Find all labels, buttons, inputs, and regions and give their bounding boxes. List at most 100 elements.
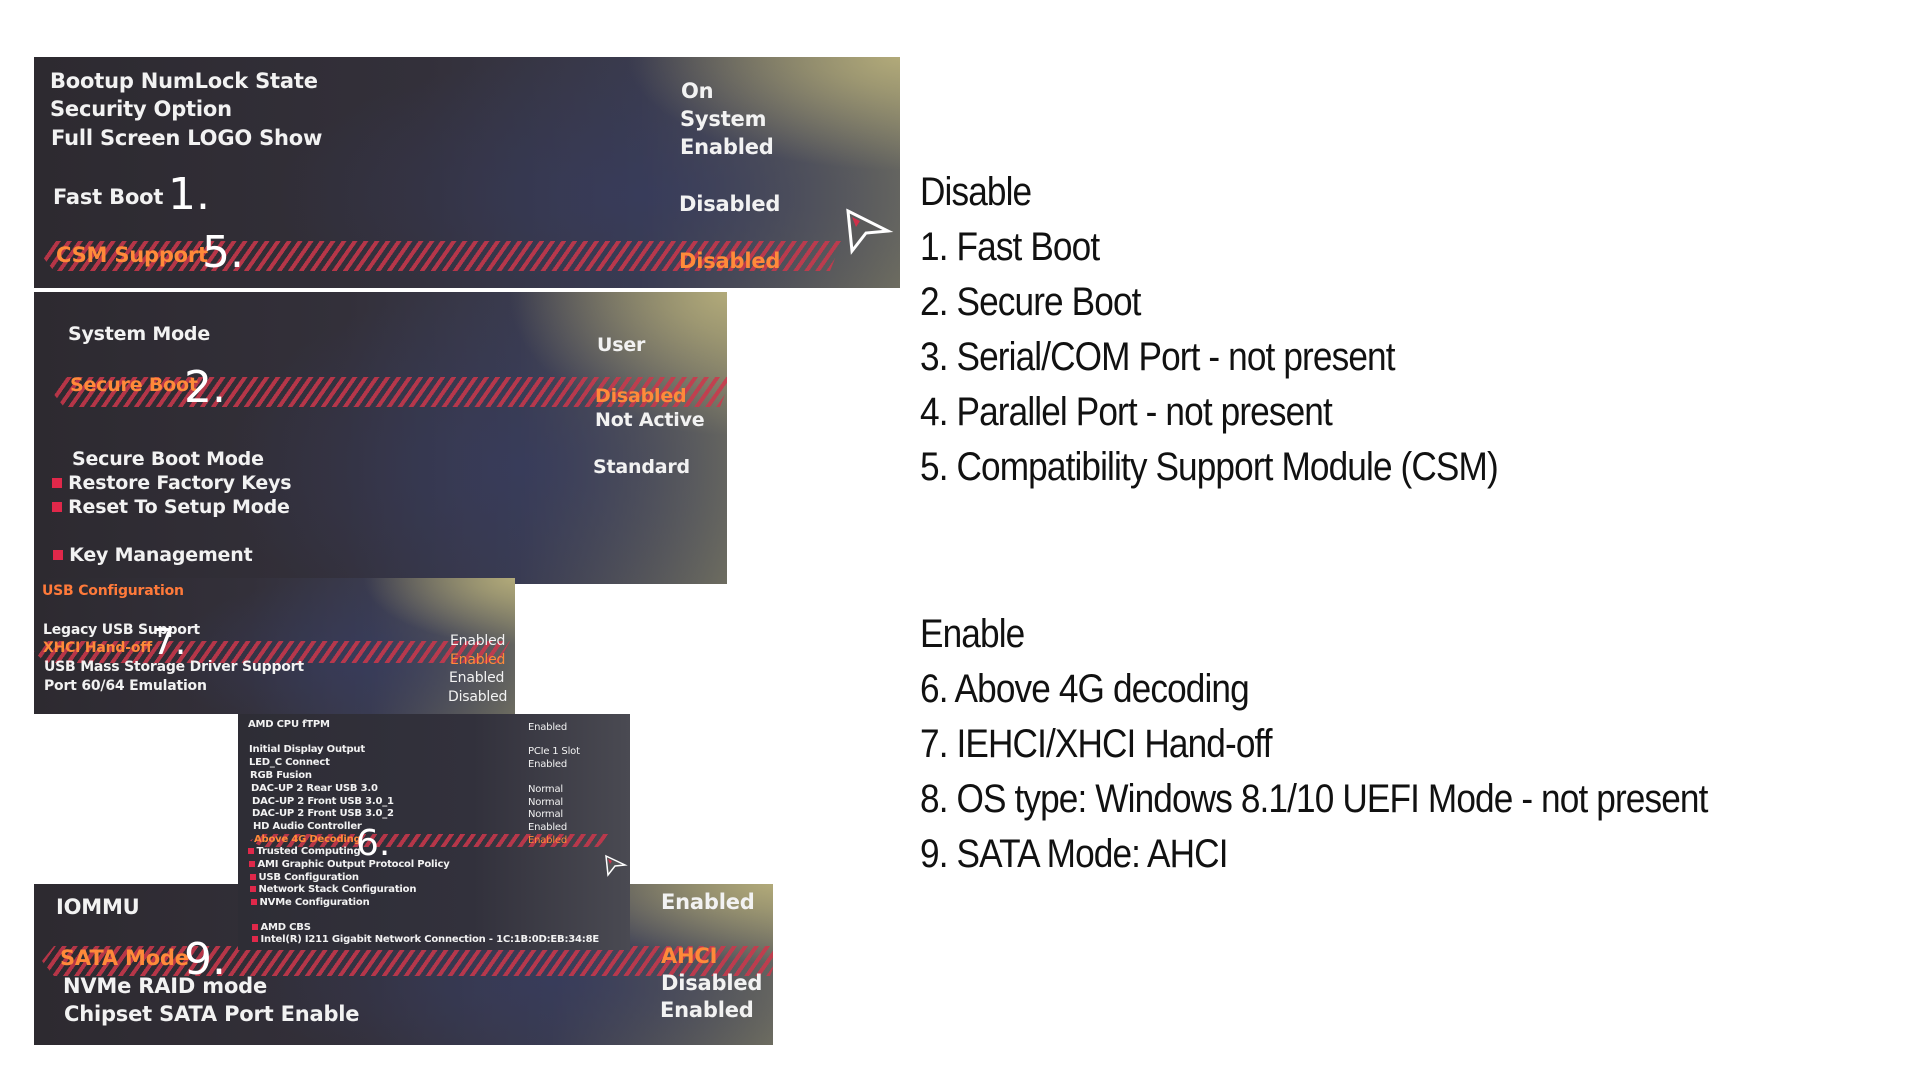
submenu-bullet-icon bbox=[53, 549, 64, 561]
submenu-bullet-icon bbox=[252, 936, 258, 942]
annotation-marker-2: 2. bbox=[184, 362, 226, 413]
annotation-marker-1: 1. bbox=[168, 169, 210, 220]
enable-item: 7. IEHCI/XHCI Hand-off bbox=[920, 722, 1273, 766]
disable-item: 4. Parallel Port - not present bbox=[920, 390, 1333, 434]
submenu-bullet-icon bbox=[52, 501, 63, 513]
menu-label: NVMe Configuration bbox=[259, 897, 370, 908]
value-csm-support: Disabled bbox=[679, 249, 781, 273]
menu-label: Trusted Computing bbox=[256, 846, 361, 857]
value-iommu: Enabled bbox=[661, 890, 755, 914]
setting-sata-mode[interactable]: SATA Mode bbox=[60, 946, 189, 970]
menu-key-management[interactable]: Key Management bbox=[53, 544, 253, 566]
selection-highlight bbox=[42, 241, 842, 271]
value-full-screen-logo-show: Enabled bbox=[680, 135, 774, 159]
setting-led-c-connect[interactable]: LED_C Connect bbox=[249, 757, 330, 768]
value-nvme-raid-mode: Disabled bbox=[661, 971, 763, 995]
disable-item: 2. Secure Boot bbox=[920, 280, 1141, 324]
panel-title-usb-configuration: USB Configuration bbox=[42, 583, 184, 599]
setting-csm-support[interactable]: CSM Support bbox=[56, 243, 208, 267]
menu-network-stack-configuration[interactable]: Network Stack Configuration bbox=[250, 884, 416, 895]
setting-nvme-raid-mode[interactable]: NVMe RAID mode bbox=[63, 974, 268, 998]
menu-intel-i211-network-connection[interactable]: Intel(R) I211 Gigabit Network Connection… bbox=[252, 934, 599, 945]
value-secure-boot-mode: Standard bbox=[593, 456, 690, 478]
setting-bootup-numlock-state[interactable]: Bootup NumLock State bbox=[50, 69, 318, 93]
submenu-bullet-icon bbox=[248, 848, 254, 854]
setting-security-option[interactable]: Security Option bbox=[50, 97, 232, 121]
submenu-bullet-icon bbox=[250, 874, 256, 880]
menu-label: Intel(R) I211 Gigabit Network Connection… bbox=[260, 934, 600, 945]
menu-label: Key Management bbox=[69, 544, 253, 566]
bios-boot-panel: Bootup NumLock State Security Option Ful… bbox=[34, 57, 900, 288]
menu-trusted-computing[interactable]: Trusted Computing bbox=[248, 846, 361, 857]
mouse-cursor-icon bbox=[605, 854, 628, 877]
value-initial-display-output: PCIe 1 Slot bbox=[528, 746, 580, 757]
setting-hd-audio-controller[interactable]: HD Audio Controller bbox=[253, 821, 362, 832]
setting-xhci-hand-off[interactable]: XHCI Hand-off bbox=[43, 640, 153, 656]
value-dac-up-2-rear-usb-3-0: Normal bbox=[528, 784, 563, 795]
value-hd-audio-controller: Enabled bbox=[528, 822, 568, 833]
bios-usb-configuration-panel: USB Configuration Legacy USB Support XHC… bbox=[34, 578, 515, 714]
disable-item: 1. Fast Boot bbox=[920, 225, 1100, 269]
enable-item: 9. SATA Mode: AHCI bbox=[920, 832, 1228, 876]
selection-highlight bbox=[250, 834, 610, 847]
menu-label: Reset To Setup Mode bbox=[68, 496, 290, 518]
disable-heading: Disable bbox=[920, 170, 1032, 214]
disable-item: 5. Compatibility Support Module (CSM) bbox=[920, 445, 1499, 489]
value-fast-boot: Disabled bbox=[679, 192, 781, 216]
value-usb-mass-storage-driver-support: Enabled bbox=[449, 670, 505, 686]
menu-label: AMI Graphic Output Protocol Policy bbox=[257, 859, 450, 870]
setting-dac-up-2-front-usb-3-0-2[interactable]: DAC-UP 2 Front USB 3.0_2 bbox=[252, 808, 394, 819]
enable-item: 6. Above 4G decoding bbox=[920, 667, 1250, 711]
setting-dac-up-2-front-usb-3-0-1[interactable]: DAC-UP 2 Front USB 3.0_1 bbox=[252, 796, 394, 807]
value-dac-up-2-front-usb-3-0-2: Normal bbox=[528, 809, 563, 820]
setting-usb-mass-storage-driver-support[interactable]: USB Mass Storage Driver Support bbox=[44, 659, 304, 675]
menu-restore-factory-keys[interactable]: Restore Factory Keys bbox=[52, 472, 292, 494]
menu-ami-graphic-output-protocol-policy[interactable]: AMI Graphic Output Protocol Policy bbox=[249, 859, 450, 870]
submenu-bullet-icon bbox=[52, 477, 63, 489]
menu-reset-to-setup-mode[interactable]: Reset To Setup Mode bbox=[52, 496, 290, 518]
value-secure-boot-status: Not Active bbox=[595, 409, 705, 431]
enable-heading: Enable bbox=[920, 612, 1025, 656]
selection-highlight bbox=[42, 946, 773, 976]
setting-rgb-fusion[interactable]: RGB Fusion bbox=[250, 770, 312, 781]
annotation-marker-7: 7. bbox=[152, 622, 187, 663]
menu-usb-configuration[interactable]: USB Configuration bbox=[250, 872, 359, 883]
setting-chipset-sata-port-enable[interactable]: Chipset SATA Port Enable bbox=[64, 1002, 360, 1026]
menu-amd-cbs[interactable]: AMD CBS bbox=[252, 922, 311, 933]
value-above-4g-decoding: Enabled bbox=[528, 835, 568, 846]
value-secure-boot: Disabled bbox=[595, 385, 687, 407]
setting-fast-boot[interactable]: Fast Boot bbox=[53, 185, 164, 209]
setting-amd-cpu-ftpm[interactable]: AMD CPU fTPM bbox=[248, 719, 330, 730]
setting-secure-boot-mode[interactable]: Secure Boot Mode bbox=[72, 448, 264, 470]
setting-initial-display-output[interactable]: Initial Display Output bbox=[249, 744, 365, 755]
setting-port-60-64-emulation[interactable]: Port 60/64 Emulation bbox=[44, 678, 207, 694]
value-amd-cpu-ftpm: Enabled bbox=[528, 722, 568, 733]
selection-highlight bbox=[52, 377, 727, 407]
menu-nvme-configuration[interactable]: NVMe Configuration bbox=[251, 897, 370, 908]
enable-item: 8. OS type: Windows 8.1/10 UEFI Mode - n… bbox=[920, 777, 1708, 821]
menu-label: Restore Factory Keys bbox=[68, 472, 292, 494]
setting-system-mode[interactable]: System Mode bbox=[68, 323, 211, 345]
disable-item: 3. Serial/COM Port - not present bbox=[920, 335, 1395, 379]
menu-label: USB Configuration bbox=[258, 872, 359, 883]
bios-settings-panel: AMD CPU fTPM Enabled Initial Display Out… bbox=[238, 714, 630, 950]
annotation-marker-9: 9. bbox=[184, 934, 226, 985]
setting-dac-up-2-rear-usb-3-0[interactable]: DAC-UP 2 Rear USB 3.0 bbox=[251, 783, 378, 794]
value-port-60-64-emulation: Disabled bbox=[448, 689, 508, 705]
value-sata-mode: AHCI bbox=[661, 944, 718, 968]
setting-iommu[interactable]: IOMMU bbox=[56, 895, 140, 919]
value-dac-up-2-front-usb-3-0-1: Normal bbox=[528, 797, 563, 808]
setting-legacy-usb-support[interactable]: Legacy USB Support bbox=[43, 622, 200, 638]
submenu-bullet-icon bbox=[252, 924, 258, 930]
value-bootup-numlock-state: On bbox=[681, 79, 714, 103]
annotation-marker-6: 6. bbox=[356, 823, 391, 864]
setting-full-screen-logo-show[interactable]: Full Screen LOGO Show bbox=[51, 126, 323, 150]
bios-secure-boot-panel: System Mode User Secure Boot 2. Disabled… bbox=[34, 292, 727, 584]
mouse-cursor-icon bbox=[846, 208, 894, 255]
value-led-c-connect: Enabled bbox=[528, 759, 568, 770]
value-xhci-hand-off: Enabled bbox=[450, 652, 506, 668]
submenu-bullet-icon bbox=[250, 886, 256, 892]
setting-secure-boot[interactable]: Secure Boot bbox=[70, 374, 198, 396]
setting-above-4g-decoding[interactable]: Above 4G Decoding bbox=[254, 834, 361, 845]
value-system-mode: User bbox=[597, 334, 646, 356]
